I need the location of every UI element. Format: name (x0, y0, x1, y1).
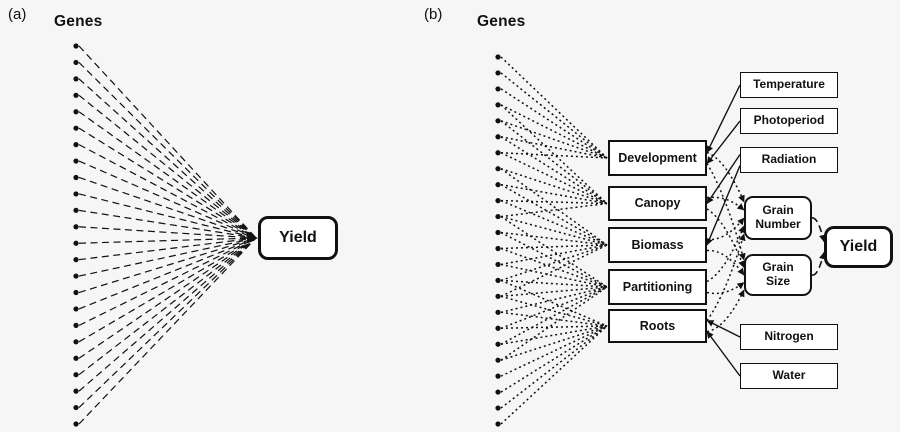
yield-box-panel-b: Yield (824, 226, 893, 268)
process-box-canopy: Canopy (608, 186, 707, 221)
panel-b-genes-heading: Genes (477, 13, 526, 30)
process-box-roots: Roots (608, 309, 707, 343)
component-box-grain-size: Grain Size (744, 254, 812, 296)
process-box-partitioning: Partitioning (608, 269, 707, 305)
env-box-temperature: Temperature (740, 72, 838, 98)
process-box-development: Development (608, 140, 707, 176)
env-box-radiation: Radiation (740, 147, 838, 173)
panel-a-genes-heading: Genes (54, 13, 103, 30)
yield-box-panel-a: Yield (258, 216, 338, 260)
env-box-photoperiod: Photoperiod (740, 108, 838, 134)
env-box-nitrogen: Nitrogen (740, 324, 838, 350)
process-box-biomass: Biomass (608, 227, 707, 263)
panel-a-label: (a) (8, 6, 27, 23)
component-box-grain-number: Grain Number (744, 196, 812, 240)
env-box-water: Water (740, 363, 838, 389)
panel-b-label: (b) (424, 6, 443, 23)
